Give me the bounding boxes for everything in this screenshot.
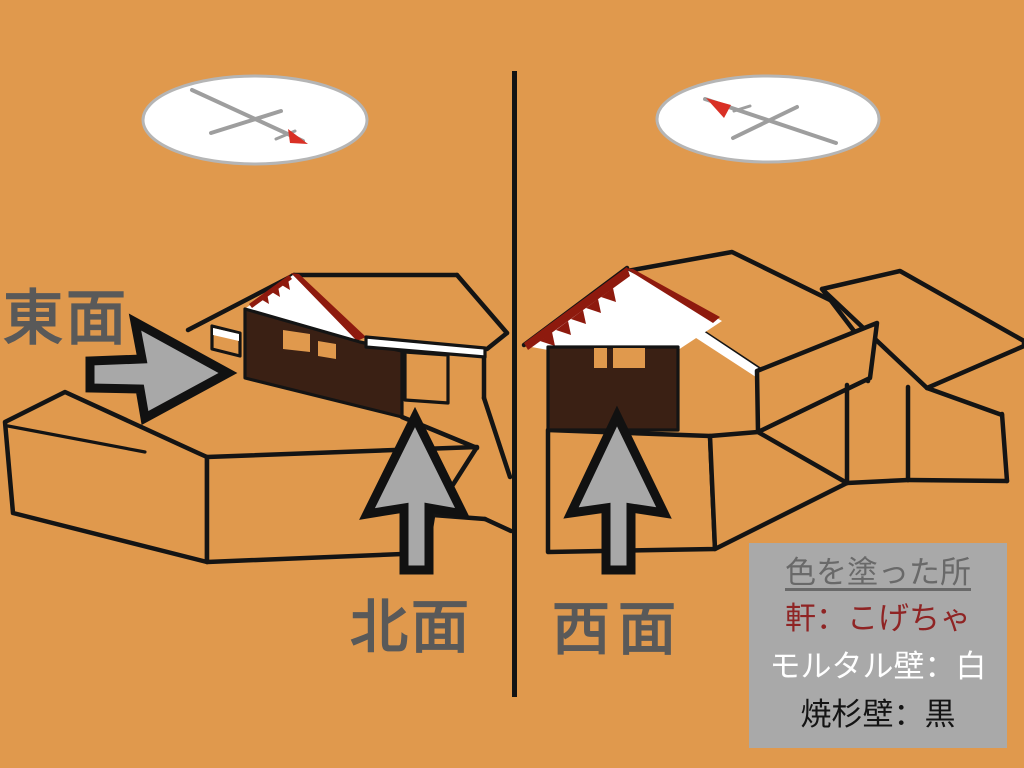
compass-right-red-needle: [706, 98, 731, 118]
left-house-red-bargeboard: [291, 273, 366, 341]
legend-item-eaves: 軒：こげちゃ: [785, 601, 971, 636]
panel-divider-line: [512, 71, 517, 697]
left-house-lower-left-wall: [2, 389, 210, 565]
west-face-label: 西面: [552, 597, 685, 662]
right-house-wall-window-2: [613, 348, 645, 368]
compass-left-red-needle: [288, 129, 308, 144]
legend-title: 色を塗った所: [785, 555, 971, 590]
right-house-dark-wall: [546, 345, 680, 432]
right-house-red-bargeboard: [524, 267, 630, 350]
left-house-wall-window-1: [283, 330, 310, 352]
north-face-label: 北面: [350, 595, 473, 660]
right-house-wall-window-1: [594, 348, 607, 368]
north-arrow-icon: [359, 406, 471, 575]
right-house-upper-side-wall: [754, 320, 880, 435]
left-house-window-outline: [403, 350, 450, 405]
left-house: [2, 272, 514, 565]
legend-box: 色を塗った所 軒：こげちゃ モルタル壁：白 焼杉壁：黒: [749, 543, 1007, 748]
legend-item-mortar-wall: モルタル壁：白: [769, 649, 987, 684]
compass-left-icon: [141, 74, 369, 166]
east-arrow-icon: [85, 313, 238, 425]
west-arrow-icon: [563, 405, 672, 575]
east-face-label: 東面: [3, 285, 129, 352]
compass-right-icon: [655, 74, 881, 164]
right-house-lower-side-wall: [707, 429, 850, 552]
left-house-wall-window-2: [318, 341, 336, 359]
right-rear-building-roof: [819, 268, 1024, 391]
legend-item-cedar-wall: 焼杉壁：黒: [800, 697, 956, 732]
left-house-white-fascia: [364, 335, 487, 359]
right-house-white-gable: [526, 270, 722, 350]
